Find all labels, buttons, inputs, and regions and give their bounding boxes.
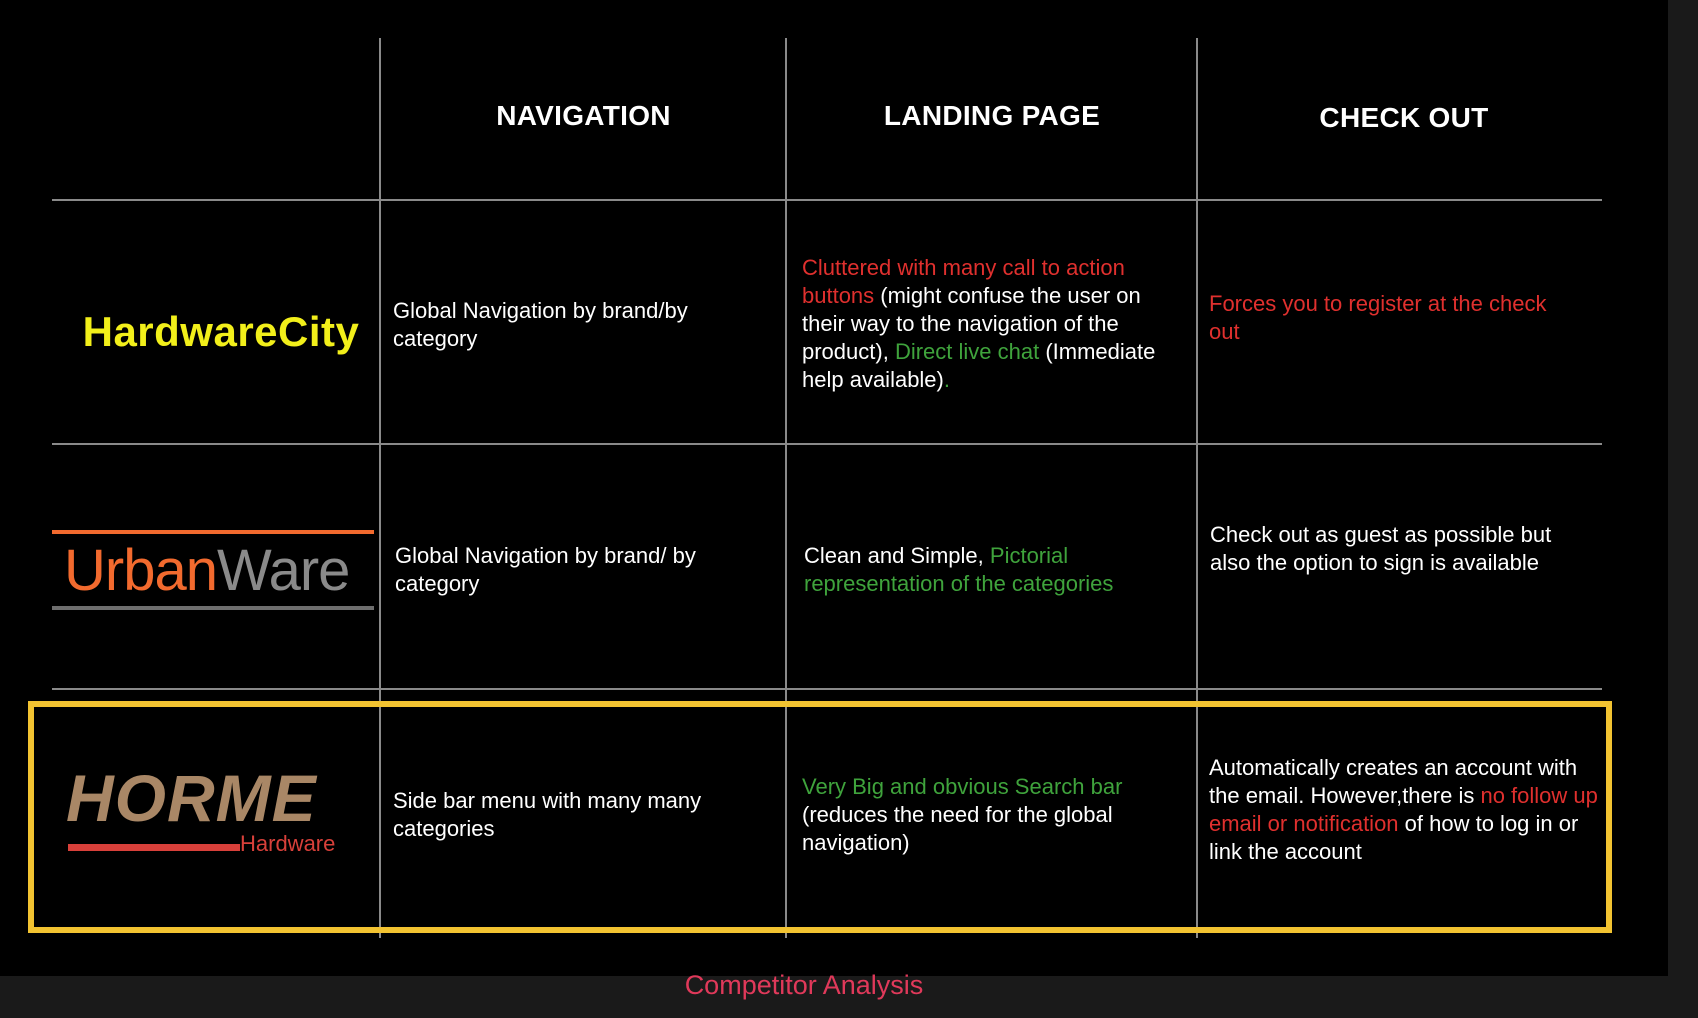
urbanware-landing: Clean and Simple, Pictorial representati… — [804, 542, 1184, 598]
header-navigation: NAVIGATION — [496, 100, 671, 131]
landing-period: . — [943, 367, 950, 392]
grid-row-divider-1 — [52, 199, 1602, 201]
landing-note: (might confuse the user on their way to … — [802, 283, 1141, 364]
horme-logo-bar — [68, 844, 240, 851]
grid-col-divider-2 — [785, 38, 787, 938]
header-check-out: CHECK OUT — [1319, 102, 1489, 133]
urbanware-checkout: Check out as guest as possible but also … — [1210, 522, 1552, 575]
grid-row-divider-2 — [52, 443, 1602, 445]
landing-note: Clean and Simple, — [804, 543, 990, 568]
slide-caption: Competitor Analysis — [684, 970, 924, 1000]
landing-note: (reduces the need for the global navigat… — [802, 802, 1113, 855]
urbanware-logo-text: UrbanWare — [64, 538, 350, 603]
landing-negative-note: Cluttered with many call to action butto… — [802, 255, 1125, 308]
checkout-note: Automatically creates an account with th… — [1209, 755, 1578, 808]
urbanware-navigation: Global Navigation by brand/ by category — [395, 543, 696, 596]
landing-positive-note: Pictorial representation of the categori… — [804, 543, 1114, 596]
landing-note: (Immediate help available) — [802, 339, 1156, 392]
horme-navigation: Side bar menu with many many categories — [393, 788, 702, 841]
horme-logo-subtitle: Hardware — [240, 831, 336, 856]
header-landing-page: LANDING PAGE — [883, 100, 1101, 131]
hardwarecity-landing: Cluttered with many call to action butto… — [802, 254, 1182, 394]
horme-logo-wordmark: HORME — [66, 761, 317, 835]
horme-landing: Very Big and obvious Search bar (reduces… — [802, 773, 1182, 857]
checkout-negative-note: no follow up email or notification — [1209, 783, 1598, 836]
urbanware-logo: UrbanWare — [52, 530, 374, 610]
landing-positive-note: Direct live chat — [894, 339, 1040, 364]
comparison-board: NAVIGATION LANDING PAGE CHECK OUT Hardwa… — [0, 0, 1668, 976]
urbanware-logo-top-bar — [52, 530, 374, 534]
horme-checkout: Automatically creates an account with th… — [1209, 754, 1599, 866]
footer-bar — [0, 976, 1668, 1018]
grid-row-divider-3 — [52, 688, 1602, 690]
grid-col-divider-3 — [1196, 38, 1198, 938]
highlighted-row-frame — [28, 701, 1612, 933]
hardwarecity-checkout: Forces you to register at the check out — [1209, 291, 1547, 344]
landing-positive-note: Very Big and obvious Search bar — [802, 774, 1123, 799]
urbanware-logo-bottom-bar — [52, 606, 374, 610]
grid-col-divider-1 — [379, 38, 381, 938]
checkout-note: of how to log in or link the account — [1209, 811, 1579, 864]
hardwarecity-navigation: Global Navigation by brand/by category — [393, 298, 688, 351]
horme-logo: HORME Hardware — [66, 762, 356, 858]
hardwarecity-logo: HardwareCity — [82, 308, 360, 355]
